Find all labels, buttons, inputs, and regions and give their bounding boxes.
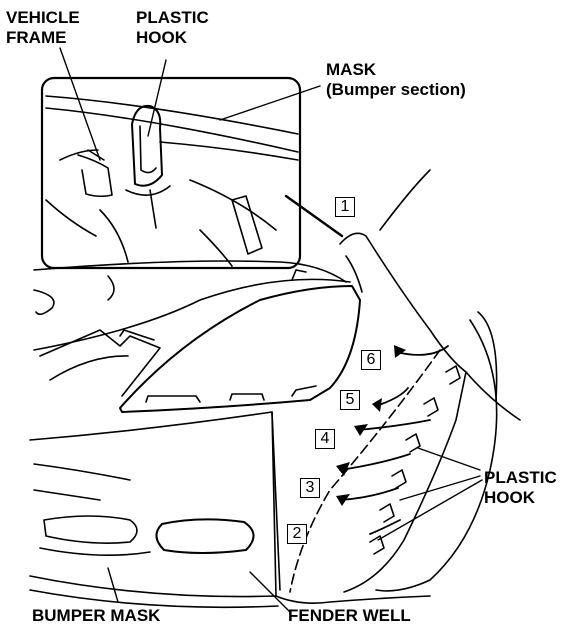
removal-direction-arrows: [339, 345, 449, 535]
step-number-2: 2: [287, 524, 307, 544]
step-number-1: 1: [335, 197, 355, 217]
inset-detail-view: [40, 76, 302, 270]
mask-bumper-section-label: MASK (Bumper section): [326, 60, 466, 99]
step-number-6: 6: [361, 350, 381, 370]
plastic-hook-label-right: PLASTIC HOOK: [484, 468, 557, 507]
step-number-3: 3: [300, 478, 320, 498]
step-number-4: 4: [315, 429, 335, 449]
step-number-5: 5: [340, 390, 360, 410]
vehicle-frame-label: VEHICLE FRAME: [6, 8, 80, 47]
fender-well-label: FENDER WELL: [288, 606, 411, 625]
bumper-mask-label: BUMPER MASK: [32, 606, 161, 625]
car-front-section: [29, 169, 521, 609]
plastic-hook-label-top: PLASTIC HOOK: [136, 8, 209, 47]
